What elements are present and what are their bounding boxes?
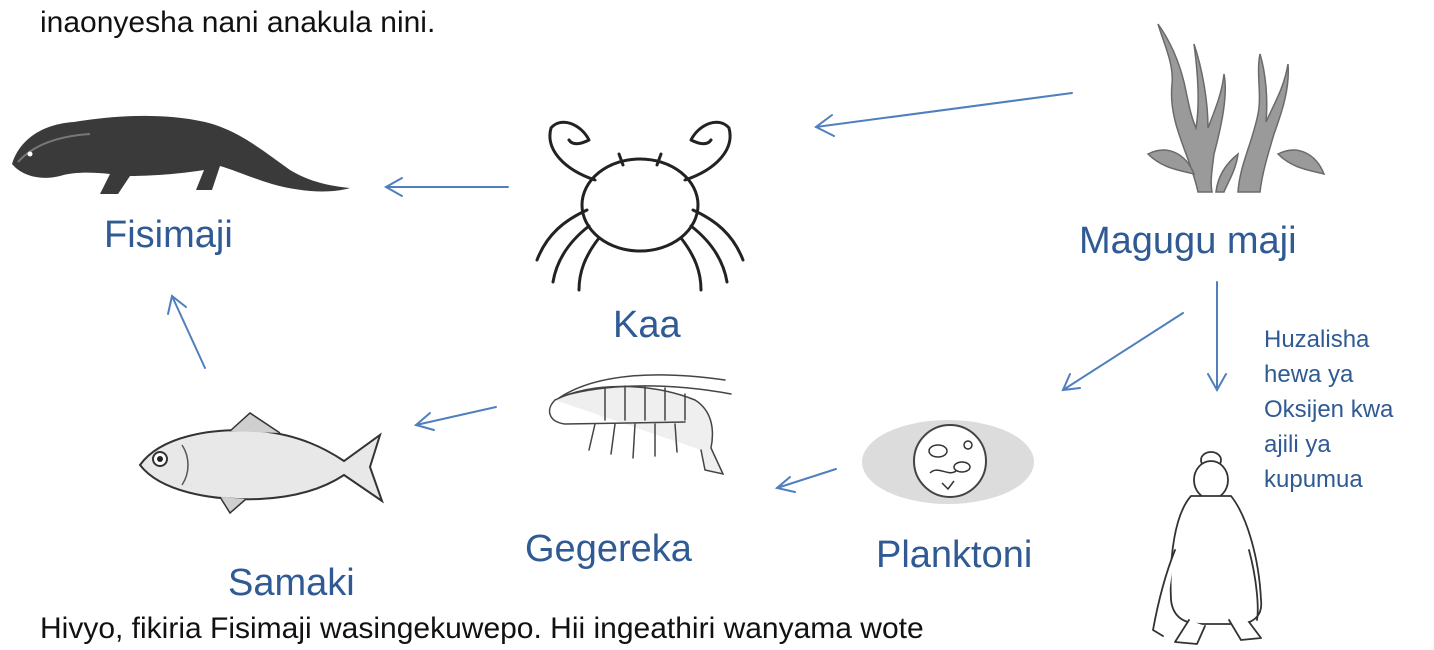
plankton-icon bbox=[858, 415, 1038, 510]
arrow-kaa-to-fisimaji bbox=[386, 178, 508, 196]
seaweed-icon bbox=[1128, 4, 1333, 194]
label-magugu-maji: Magugu maji bbox=[1079, 220, 1297, 263]
label-fisimaji: Fisimaji bbox=[104, 214, 233, 257]
label-planktoni: Planktoni bbox=[876, 534, 1032, 577]
arrow-gegereka-to-samaki bbox=[416, 407, 496, 430]
arrow-magugu-to-planktoni bbox=[1063, 313, 1183, 390]
arrow-planktoni-to-gegereka bbox=[777, 469, 836, 492]
fish-icon bbox=[130, 405, 390, 515]
person-icon bbox=[1145, 440, 1275, 650]
arrow-samaki-to-fisimaji bbox=[168, 296, 205, 368]
crab-icon bbox=[525, 110, 755, 295]
label-samaki: Samaki bbox=[228, 562, 355, 605]
label-kaa: Kaa bbox=[613, 304, 681, 347]
label-gegereka: Gegereka bbox=[525, 528, 692, 571]
outro-text: Hivyo, fikiria Fisimaji wasingekuwepo. H… bbox=[40, 612, 924, 646]
otter-icon bbox=[0, 66, 360, 206]
shrimp-icon bbox=[535, 370, 735, 490]
arrow-magugu-to-mtu bbox=[1208, 282, 1226, 390]
arrow-magugu-to-kaa bbox=[816, 93, 1072, 136]
oxygen-note: Huzalisha hewa ya Oksijen kwa ajili ya k… bbox=[1264, 322, 1424, 497]
